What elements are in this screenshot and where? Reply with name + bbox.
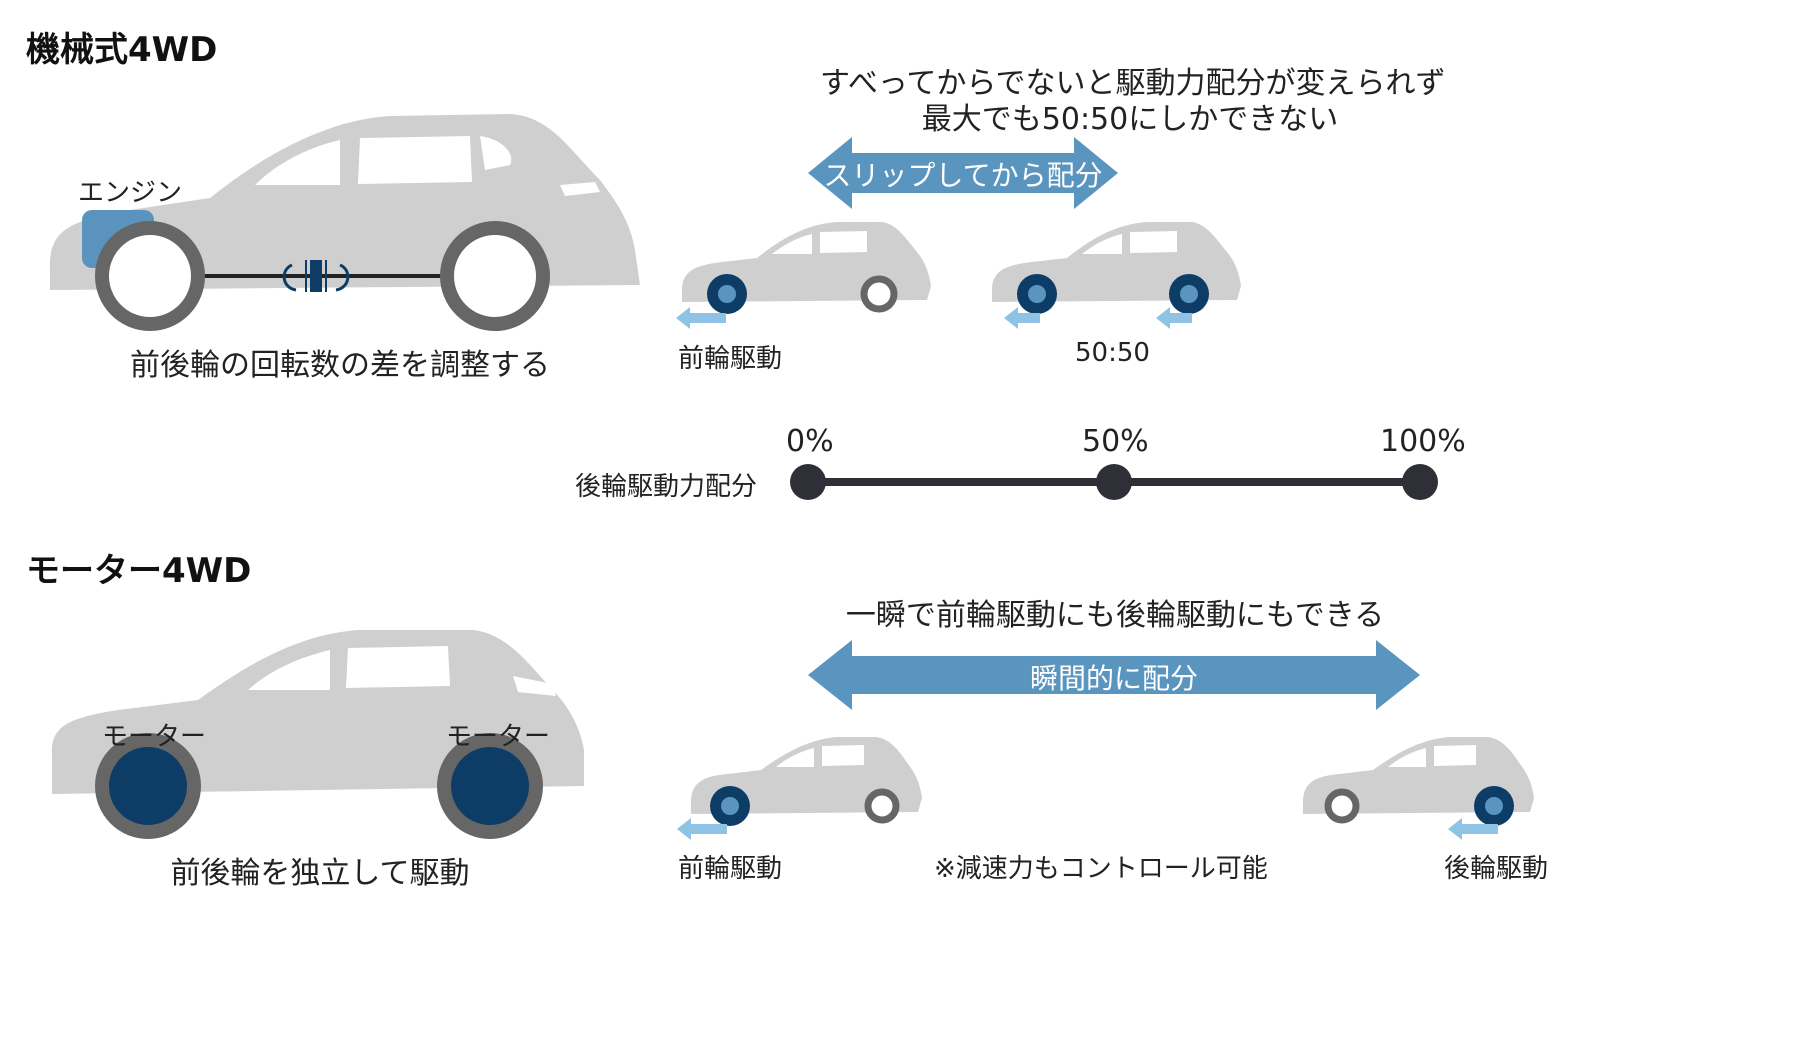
motor-car-front-label: 前輪駆動 bbox=[678, 854, 783, 884]
motor-small-car-front bbox=[691, 737, 922, 826]
front-tire bbox=[95, 221, 205, 331]
car-50-50-label: 50:50 bbox=[1075, 338, 1150, 368]
headlight bbox=[560, 182, 600, 196]
motor-description: 一瞬で前輪駆動にも後輪駆動にもできる bbox=[845, 598, 1385, 633]
small-arrow-front-2 bbox=[1004, 307, 1040, 329]
mechanical-title: 機械式4WD bbox=[26, 30, 218, 70]
slip-arrow bbox=[808, 137, 1118, 209]
rear-motor-label: モーター bbox=[446, 722, 551, 752]
motor-small-arrow-front bbox=[677, 818, 727, 840]
scale-point-0 bbox=[790, 464, 826, 500]
small-car-50-50 bbox=[992, 222, 1241, 314]
mechanical-caption: 前後輪の回転数の差を調整する bbox=[130, 348, 550, 383]
car-front-drive-label: 前輪駆動 bbox=[678, 344, 783, 374]
scale-point-50 bbox=[1096, 464, 1132, 500]
motor-small-arrow-rear bbox=[1448, 818, 1498, 840]
motor-caption: 前後輪を独立して駆動 bbox=[170, 856, 470, 891]
mechanical-description-line1: すべってからでないと駆動力配分が変えられず bbox=[820, 66, 1446, 101]
distribution-scale bbox=[790, 464, 1438, 500]
instant-arrow-label: 瞬間的に配分 bbox=[1029, 662, 1198, 695]
coupling-left-icon bbox=[282, 263, 297, 292]
front-motor-wheel bbox=[95, 733, 201, 839]
scale-tick-0: 0% bbox=[786, 424, 834, 459]
scale-label: 後輪駆動力配分 bbox=[575, 472, 758, 502]
motor-small-car-rear bbox=[1303, 737, 1534, 826]
scale-tick-50: 50% bbox=[1082, 424, 1149, 459]
instant-arrow bbox=[808, 640, 1420, 710]
motor-car-rear-label: 後輪駆動 bbox=[1444, 854, 1549, 884]
coupling-icon bbox=[310, 260, 322, 292]
small-car-front-drive bbox=[682, 222, 931, 314]
slip-arrow-label: スリップしてから配分 bbox=[823, 159, 1103, 192]
front-motor-label: モーター bbox=[102, 722, 207, 752]
scale-point-100 bbox=[1402, 464, 1438, 500]
rear-idle-wheel bbox=[860, 275, 898, 313]
motor-note: ※減速力もコントロール可能 bbox=[934, 854, 1268, 884]
rear-tire bbox=[440, 221, 550, 331]
mechanical-description-line2: 最大でも50:50にしかできない bbox=[921, 102, 1339, 137]
small-arrow-rear-2 bbox=[1156, 307, 1192, 329]
window-rear bbox=[255, 140, 340, 185]
motor-title: モーター4WD bbox=[26, 551, 252, 591]
window-mid bbox=[358, 136, 472, 184]
engine-label: エンジン bbox=[78, 178, 183, 208]
window-front bbox=[480, 136, 512, 170]
rear-motor-wheel bbox=[437, 733, 543, 839]
mechanical-car-illustration bbox=[49, 114, 641, 331]
motor-car-illustration bbox=[51, 630, 585, 839]
scale-tick-100: 100% bbox=[1380, 424, 1466, 459]
coupling-right-icon bbox=[335, 263, 350, 292]
small-arrow-front bbox=[676, 307, 726, 329]
